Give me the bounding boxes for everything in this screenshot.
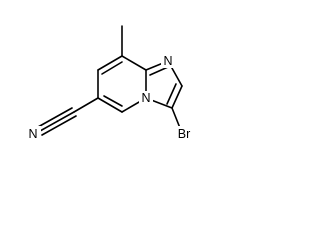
bond-c2-c3 <box>171 85 183 109</box>
double-bond-c8a-n1 <box>149 66 169 76</box>
double-bond-c2-c3 <box>166 83 177 105</box>
nitrile-attach-bond <box>73 97 99 113</box>
atom-label-n-nitrile: N <box>28 127 37 141</box>
bond-c8-c8a <box>121 55 147 71</box>
pyridine-ring <box>97 55 147 113</box>
bond-c5-c6 <box>97 97 123 113</box>
atom-label-n-bridge: N <box>141 91 150 105</box>
molecule-structure-diagram: N N N Br <box>26 25 194 142</box>
bond-c7-c8 <box>97 55 123 71</box>
atom-label-n-ring: N <box>163 54 172 68</box>
nitrile-triple-bond <box>37 107 77 136</box>
double-bond-c7-c8 <box>101 61 123 75</box>
bromine-bond <box>171 107 181 129</box>
double-bond-c5-c6 <box>103 95 123 107</box>
atom-label-bromine: Br <box>178 127 191 141</box>
